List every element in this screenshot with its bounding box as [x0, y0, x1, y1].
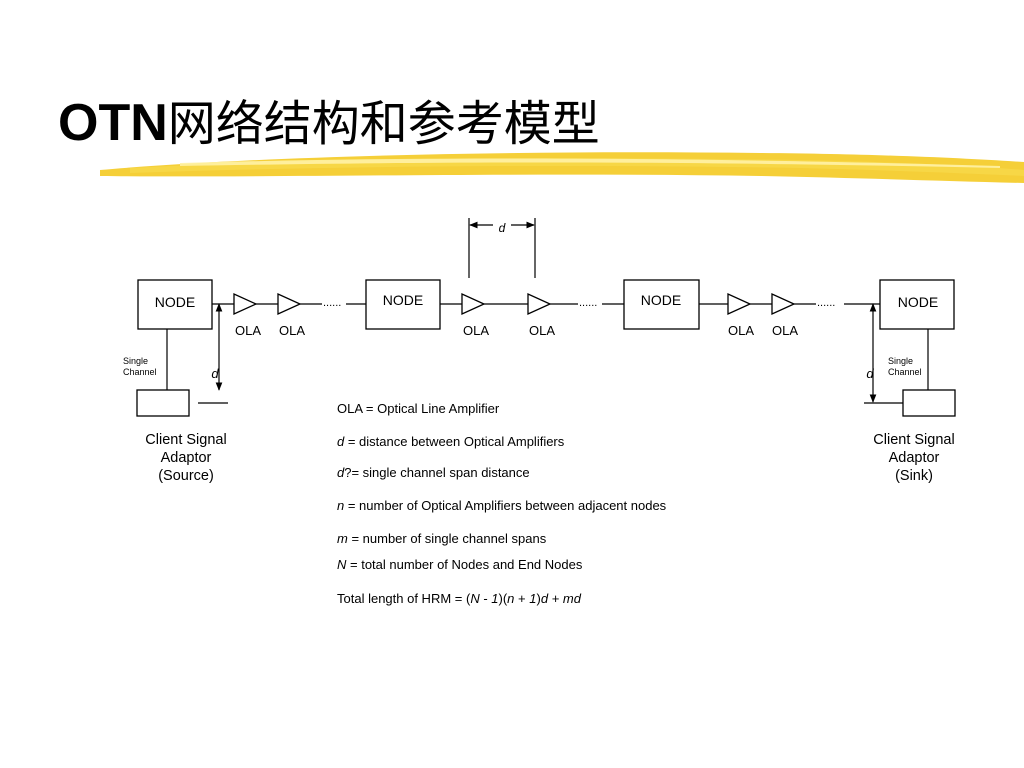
hrm-total-length-formula: Total length of HRM = (N - 1)(n + 1)d + … [337, 591, 582, 606]
legend-item-ola: OLA = Optical Line Amplifier [337, 401, 500, 416]
client-source-line-3: (Source) [158, 468, 214, 484]
ola-3 [461, 292, 486, 316]
slide-title: OTN网络结构和参考模型 [58, 84, 600, 152]
ellipsis-1: ...... [323, 297, 341, 309]
single-channel-right-2: Channel [888, 367, 922, 377]
source-link [136, 303, 228, 417]
legend-item-n-var: n [337, 498, 344, 513]
client-adaptor-source-box [136, 389, 190, 417]
ola-label-1: OLA [235, 323, 261, 338]
legend-item-dprime: d?= single channel span distance [337, 465, 530, 480]
legend-item-ola-text: OLA = Optical Line Amplifier [337, 401, 500, 416]
node-3-label: NODE [641, 292, 681, 308]
ola-label-6: OLA [772, 323, 798, 338]
ola-label-4: OLA [529, 323, 555, 338]
node-4: NODE [879, 279, 955, 330]
client-source-line-2: Adaptor [161, 450, 212, 466]
span-label-right: d [866, 366, 874, 381]
ola-label-2: OLA [279, 323, 305, 338]
client-sink-line-3: (Sink) [895, 468, 933, 484]
single-channel-right-1: Single [888, 356, 913, 366]
node-2: NODE [365, 279, 441, 330]
title-highlight-stroke [100, 152, 1024, 183]
legend-item-m-var: m [337, 531, 348, 546]
single-channel-left-1: Single [123, 356, 148, 366]
legend-item-N: N = total number of Nodes and End Nodes [337, 557, 583, 572]
ellipsis-2: ...... [579, 297, 597, 309]
span-dimension-marker [468, 218, 536, 278]
legend-item-d-text: = distance between Optical Amplifiers [344, 434, 565, 449]
legend-item-n: n = number of Optical Amplifiers between… [337, 498, 667, 513]
span-label-left: d [211, 366, 219, 381]
node-1-label: NODE [155, 294, 195, 310]
node-4-label: NODE [898, 294, 938, 310]
legend-item-m-text: = number of single channel spans [348, 531, 547, 546]
ola-label-5: OLA [728, 323, 754, 338]
client-sink-line-2: Adaptor [889, 450, 940, 466]
legend-item-N-var: N [337, 557, 347, 572]
title-latin: OTN [58, 94, 168, 152]
title-cjk: 网络结构和参考模型 [167, 96, 600, 152]
ola-1 [233, 292, 258, 316]
legend-item-d: d = distance between Optical Amplifiers [337, 434, 565, 449]
ellipsis-3: ...... [817, 297, 835, 309]
ola-4 [527, 292, 552, 316]
legend-item-dprime-var: d [337, 465, 345, 480]
client-sink-line-1: Client Signal [873, 432, 954, 448]
legend-item-m: m = number of single channel spans [337, 531, 547, 546]
node-3: NODE [623, 279, 700, 330]
node-2-label: NODE [383, 292, 423, 308]
ola-5 [727, 292, 752, 316]
client-adaptor-sink-box [902, 389, 956, 417]
legend-item-dprime-text: ?= single channel span distance [344, 465, 529, 480]
ola-label-3: OLA [463, 323, 489, 338]
legend-item-N-text: = total number of Nodes and End Nodes [346, 557, 582, 572]
ola-2 [277, 292, 302, 316]
legend: OLA = Optical Line Amplifier d = distanc… [337, 401, 667, 606]
span-label-top: d [499, 221, 506, 235]
sink-link [864, 303, 956, 417]
single-channel-left-2: Channel [123, 367, 157, 377]
client-source-line-1: Client Signal [145, 432, 226, 448]
node-1: NODE [137, 279, 213, 330]
legend-item-n-text: = number of Optical Amplifiers between a… [344, 498, 666, 513]
legend-item-d-var: d [337, 434, 345, 449]
ola-6 [771, 292, 796, 316]
